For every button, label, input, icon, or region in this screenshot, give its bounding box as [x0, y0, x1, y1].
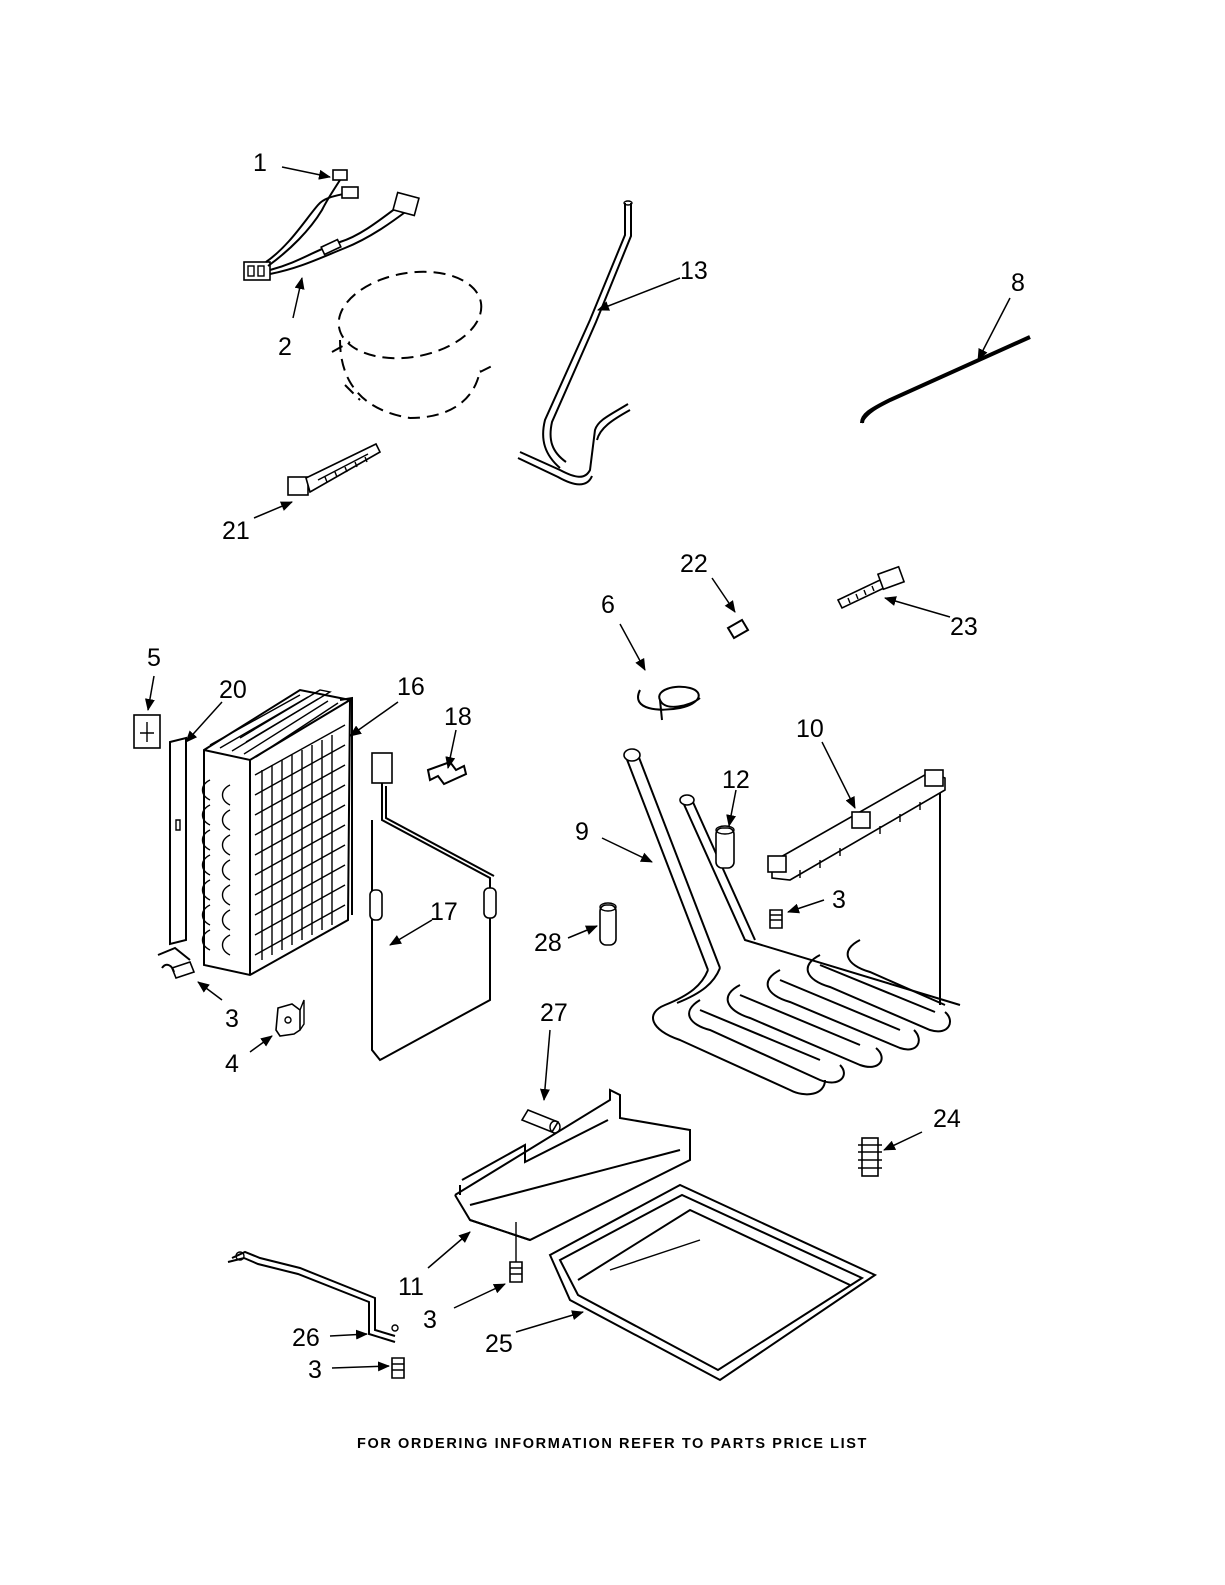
callout-4: 4 [225, 1050, 239, 1078]
push-tie-23 [838, 567, 904, 608]
callout-27: 27 [540, 999, 568, 1027]
drip-tray-25 [550, 1185, 875, 1380]
callout-13: 13 [680, 257, 708, 285]
sleeve-28 [600, 903, 616, 945]
wire-harness [244, 170, 419, 280]
callout-5: 5 [147, 644, 161, 672]
callout-2: 2 [278, 333, 292, 361]
cable-tie-21 [288, 444, 380, 495]
callout-25: 25 [485, 1330, 513, 1358]
clip-22 [728, 620, 748, 638]
callout-17: 17 [430, 898, 458, 926]
callout-18: 18 [444, 703, 472, 731]
callout-10: 10 [796, 715, 824, 743]
callout-9: 9 [575, 818, 589, 846]
bracket-4 [276, 1000, 304, 1036]
bracket-10 [768, 770, 945, 880]
callout-16: 16 [397, 673, 425, 701]
screw-3-bottom [392, 1358, 404, 1378]
label-5 [134, 715, 160, 748]
hook-wire-8 [862, 337, 1030, 423]
callout-3-bottom: 3 [308, 1356, 322, 1384]
strip-20 [158, 738, 190, 960]
screw-3-left [162, 962, 194, 978]
sleeve-12 [716, 826, 734, 868]
tube-13 [518, 201, 632, 484]
callout-28: 28 [534, 929, 562, 957]
callout-3-center: 3 [423, 1306, 437, 1334]
callout-3-right: 3 [832, 886, 846, 914]
callout-20: 20 [219, 676, 247, 704]
coil-wire-6 [638, 687, 700, 720]
callout-26: 26 [292, 1324, 320, 1352]
callout-8: 8 [1011, 269, 1025, 297]
ordering-info-footer: FOR ORDERING INFORMATION REFER TO PARTS … [0, 1436, 1225, 1452]
clip-18 [428, 762, 466, 784]
tray-bracket-11 [455, 1090, 690, 1240]
screw-3-center [510, 1222, 522, 1282]
callout-12: 12 [722, 766, 750, 794]
plug-27 [522, 1110, 560, 1133]
callout-23: 23 [950, 613, 978, 641]
callout-22: 22 [680, 550, 708, 578]
callout-11: 11 [398, 1273, 424, 1301]
callout-21: 21 [222, 517, 250, 545]
callout-1: 1 [253, 149, 267, 177]
compressor-outline [332, 261, 492, 418]
callout-24: 24 [933, 1105, 961, 1133]
callout-3-left: 3 [225, 1005, 239, 1033]
fitting-24 [858, 1138, 882, 1176]
callout-6: 6 [601, 591, 615, 619]
screw-3-right [770, 910, 782, 928]
evaporator-16 [203, 690, 353, 975]
